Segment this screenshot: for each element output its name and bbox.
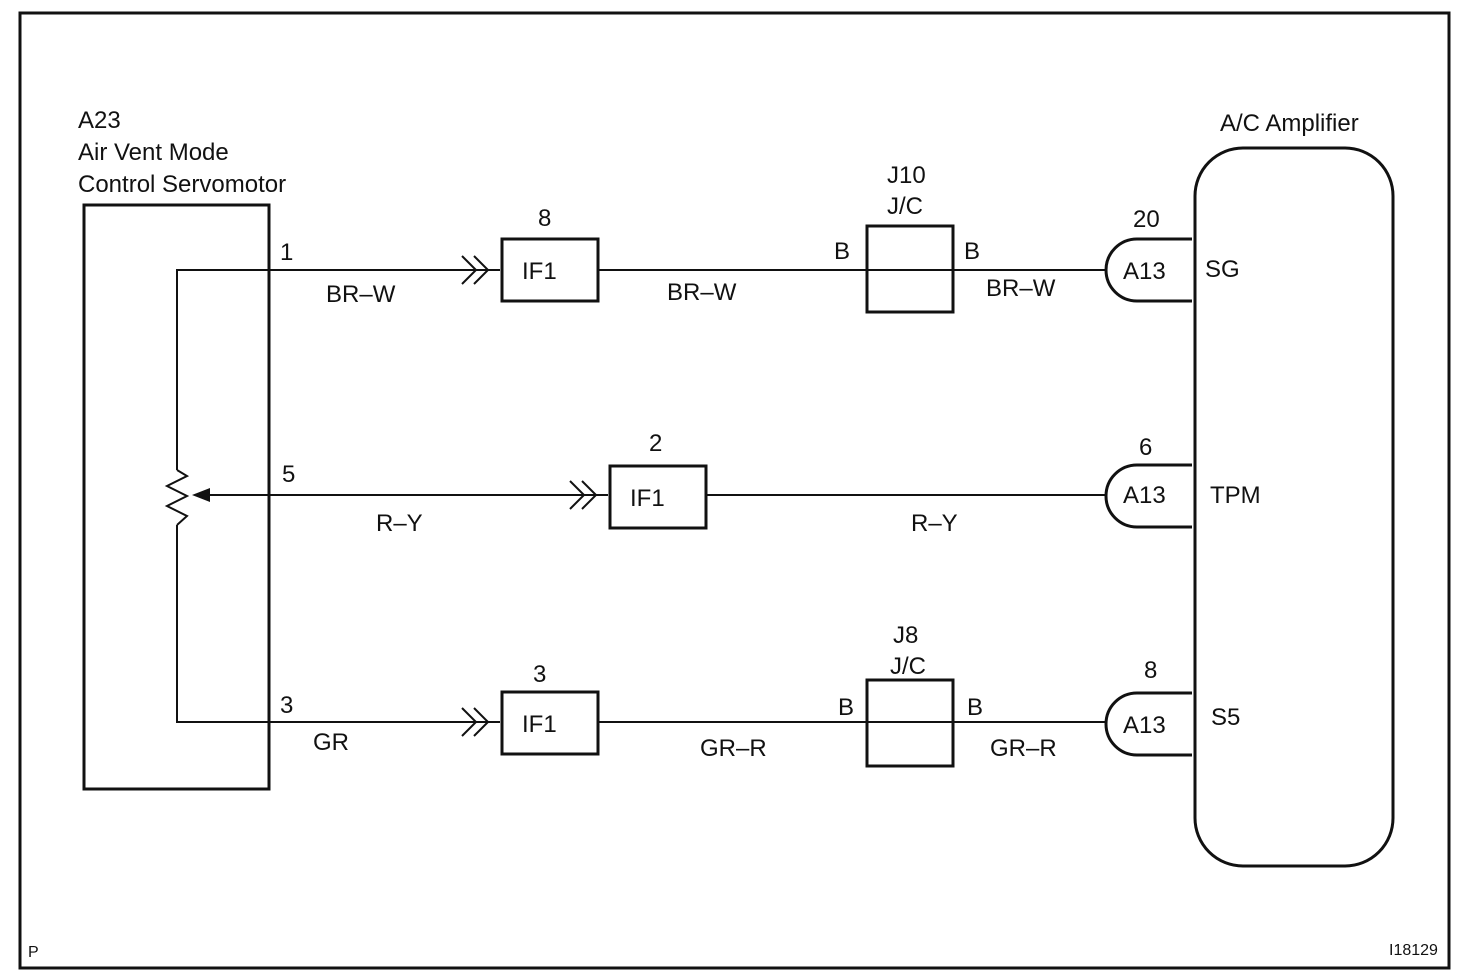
j8-code: J8 — [893, 622, 918, 649]
wire-color-label: R–Y — [911, 510, 958, 537]
a13-connector-shape — [1104, 691, 1192, 757]
wire-color-label: BR–W — [326, 281, 396, 308]
circuit-row-2: R–Y IF1 2 R–Y 6 A13 TPM — [269, 430, 1261, 537]
connector-arrow-icon — [569, 480, 598, 510]
circuit-row-3: GR IF1 3 GR–R J8 J/C B B GR–R 8 A13 S5 — [269, 622, 1240, 768]
servomotor-internal-wire — [176, 269, 269, 723]
if1-pin-number: 8 — [538, 205, 551, 232]
a13-pin-number: 6 — [1139, 434, 1152, 461]
ac-amplifier-component: A/C Amplifier — [1193, 110, 1395, 868]
connector-arrow-icon — [461, 255, 490, 285]
a13-label: A13 — [1123, 482, 1166, 509]
wire-color-label: GR–R — [990, 735, 1057, 762]
amplifier-name: A/C Amplifier — [1220, 110, 1359, 137]
if1-pin-number: 3 — [533, 661, 546, 688]
diagram-frame — [18, 11, 1451, 970]
j10-terminal-b-in: B — [834, 238, 850, 265]
amplifier-terminal-tpm: TPM — [1210, 482, 1261, 509]
if1-label: IF1 — [630, 485, 665, 512]
pin-label-1: 1 — [280, 239, 293, 266]
servomotor-name-line2: Control Servomotor — [78, 171, 286, 198]
j10-terminal-b-out: B — [964, 238, 980, 265]
a13-label: A13 — [1123, 712, 1166, 739]
pin-label-3: 3 — [280, 692, 293, 719]
wiper-arrowhead-icon — [192, 488, 210, 502]
if1-connector-box — [500, 237, 600, 303]
j10-code: J10 — [887, 162, 926, 189]
potentiometer-resistor — [164, 469, 190, 526]
if1-label: IF1 — [522, 711, 557, 738]
a13-pin-number: 8 — [1144, 657, 1157, 684]
if1-pin-number: 2 — [649, 430, 662, 457]
a13-pin-number: 20 — [1133, 206, 1160, 233]
wire-color-label: GR–R — [700, 735, 767, 762]
j8-terminal-b-out: B — [967, 694, 983, 721]
if1-connector-box — [500, 690, 600, 756]
connector-arrow-icon — [461, 707, 490, 737]
pin-label-5: 5 — [282, 461, 295, 488]
servomotor-code: A23 — [78, 107, 121, 134]
wire-color-label: BR–W — [667, 279, 737, 306]
amplifier-body — [1193, 146, 1395, 868]
footer-right-code: I18129 — [1389, 942, 1438, 959]
servomotor-box — [82, 203, 271, 791]
wire-color-label: R–Y — [376, 510, 423, 537]
if1-connector-box — [608, 464, 708, 530]
if1-label: IF1 — [522, 258, 557, 285]
amplifier-terminal-s5: S5 — [1211, 704, 1240, 731]
circuit-row-1: BR–W IF1 8 BR–W J10 J/C B B BR–W 20 A13 … — [269, 162, 1240, 314]
a13-label: A13 — [1123, 258, 1166, 285]
servomotor-component: A23 Air Vent Mode Control Servomotor 1 5… — [78, 107, 295, 791]
wire-color-label: GR — [313, 729, 349, 756]
a13-connector-shape — [1104, 237, 1192, 303]
j8-terminal-b-in: B — [838, 694, 854, 721]
wire-color-label: BR–W — [986, 275, 1056, 302]
servomotor-name-line1: Air Vent Mode — [78, 139, 229, 166]
j10-type: J/C — [887, 193, 923, 220]
amplifier-terminal-sg: SG — [1205, 256, 1240, 283]
a13-connector-shape — [1104, 463, 1192, 529]
footer-left-code: P — [28, 944, 39, 961]
j8-type: J/C — [890, 653, 926, 680]
